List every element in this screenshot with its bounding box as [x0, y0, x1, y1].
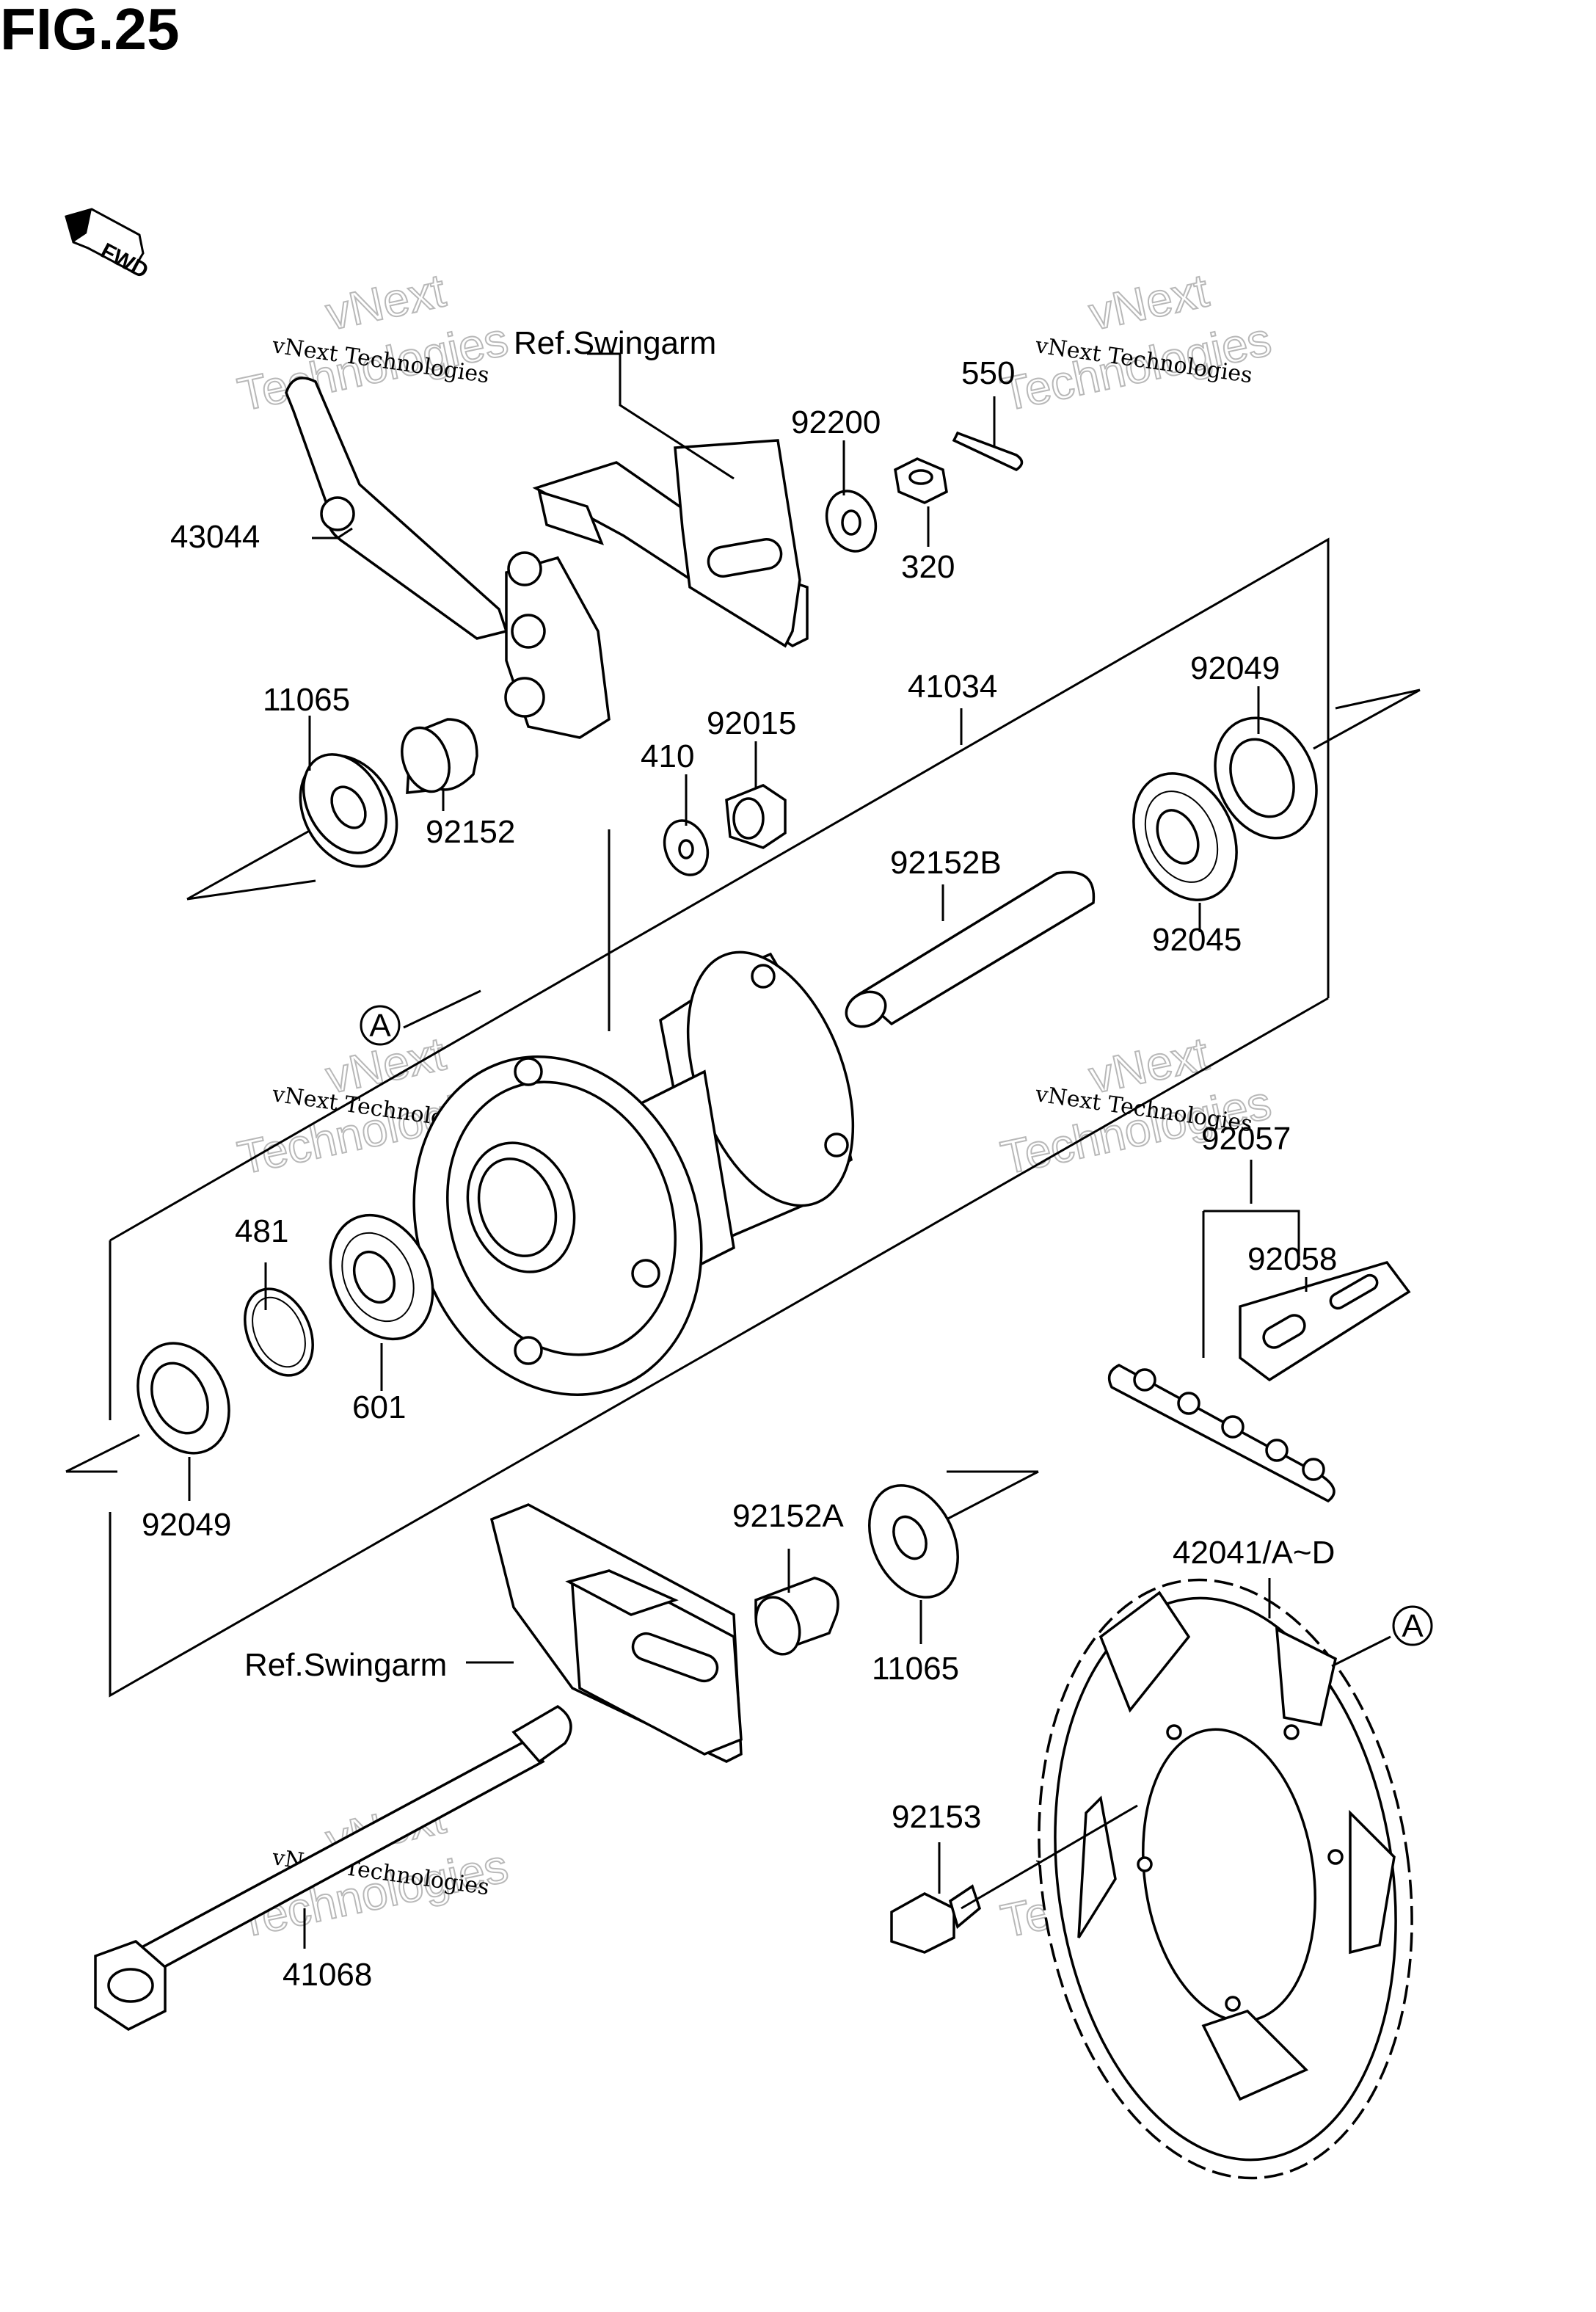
collar-92152a [754, 1577, 839, 1656]
figure-title: FIG.25 [0, 0, 180, 62]
fwd-arrow-icon: FWD [65, 208, 153, 283]
label-92152b: 92152B [890, 845, 1002, 881]
oil-seal-92049-bottom [136, 1342, 230, 1455]
label-92153: 92153 [892, 1799, 981, 1835]
oil-seal-92049-top [1214, 716, 1318, 840]
label-410: 410 [641, 738, 694, 774]
label-92049-bottom: 92049 [142, 1507, 231, 1543]
collar-92152 [401, 718, 478, 794]
label-92152a: 92152A [732, 1498, 844, 1534]
bearing-601 [329, 1213, 434, 1341]
label-550: 550 [961, 355, 1015, 391]
swingarm-top [532, 439, 809, 648]
watermark-middle-right: Technologies vNext vNext Technologies [996, 1026, 1276, 1185]
axle-frame-lines [65, 537, 1421, 1698]
circlip-481 [244, 1287, 314, 1377]
nut-320 [894, 457, 948, 504]
rear-sprocket-42041 [1038, 1578, 1413, 2180]
collar-11065-bottom [868, 1484, 959, 1599]
watermark-top-left: Technologies vNext vNext Technologies [233, 263, 513, 421]
swingarm-bottom [489, 1503, 743, 1763]
chain-joint-92058 [1239, 1260, 1411, 1382]
label-41068: 41068 [283, 1957, 372, 1993]
label-92045: 92045 [1152, 922, 1242, 958]
rear-hub-41034 [412, 950, 855, 1396]
label-92152: 92152 [426, 814, 515, 850]
watermark-top-right: Technologies vNext vNext Technologies [996, 263, 1276, 421]
brake-torque-arm [285, 377, 611, 739]
rear-axle-41068 [94, 1704, 572, 2032]
label-92058: 92058 [1247, 1241, 1337, 1277]
cotter-pin-550 [952, 431, 1024, 472]
collar-11065-top [299, 753, 398, 868]
label-11065-top: 11065 [263, 682, 350, 718]
label-11065-bottom: 11065 [872, 1651, 959, 1687]
watermark-bottom-left: Technologies vNext vNext Technologies [233, 1789, 513, 1948]
washer-410 [663, 819, 710, 876]
drive-chain-92057 [1107, 1364, 1336, 1503]
sleeve-92152b [845, 870, 1096, 1028]
nut-92015 [725, 784, 787, 849]
label-601: 601 [352, 1389, 406, 1425]
leader-lines [188, 352, 1391, 1949]
bolt-92153 [890, 1804, 1138, 1954]
label-92057: 92057 [1201, 1121, 1291, 1157]
svg-text:A: A [1402, 1608, 1424, 1644]
label-41034: 41034 [908, 669, 997, 705]
label-92049-top: 92049 [1190, 650, 1280, 686]
bearing-92045 [1132, 772, 1238, 901]
ref-a-right: A [1392, 1605, 1433, 1646]
label-92015: 92015 [707, 705, 796, 741]
ref-a-left: A [360, 1005, 401, 1046]
label-92200: 92200 [791, 404, 881, 440]
svg-text:A: A [369, 1008, 391, 1044]
label-42041: 42041/A~D [1173, 1535, 1335, 1571]
label-320: 320 [901, 549, 955, 585]
label-481: 481 [235, 1213, 288, 1249]
label-ref-swingarm-top: Ref.Swingarm [514, 325, 716, 361]
label-ref-swingarm-bottom: Ref.Swingarm [244, 1647, 447, 1683]
label-43044: 43044 [170, 519, 260, 555]
washer-92200 [825, 490, 878, 553]
